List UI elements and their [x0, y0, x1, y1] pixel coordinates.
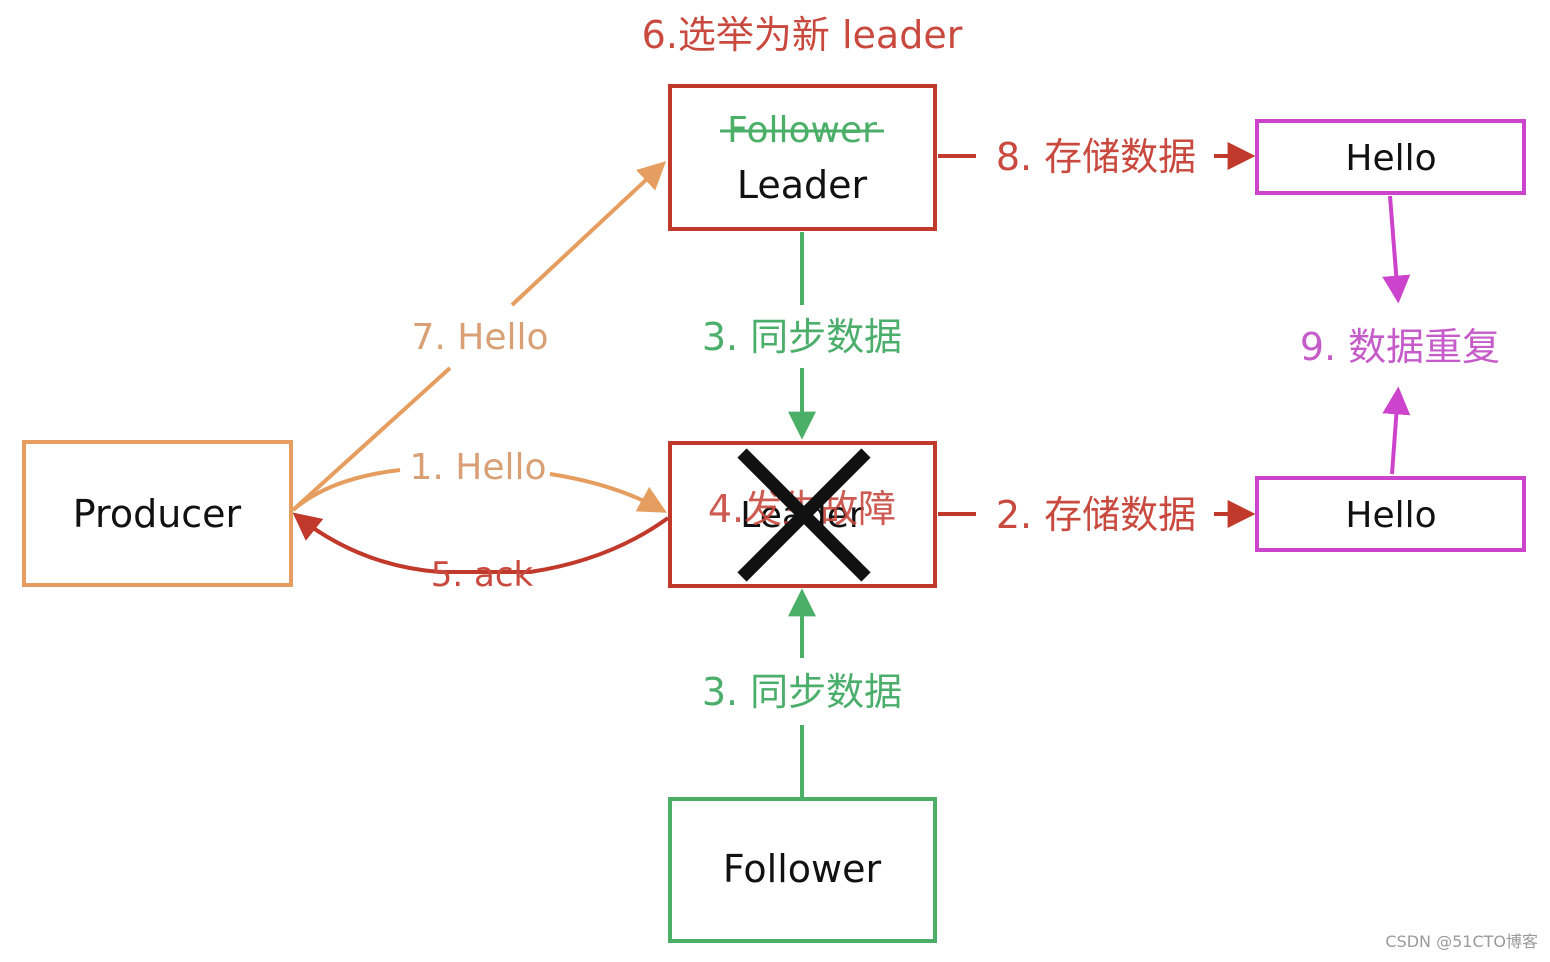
hello-top-label: Hello [1345, 138, 1436, 179]
store-data-2-label: 2. 存储数据 [996, 493, 1196, 537]
hello-top-node [1255, 119, 1526, 195]
store-data-8-label: 8. 存储数据 [996, 135, 1196, 179]
duplicate-arrow-down [1382, 195, 1411, 304]
producer-node [22, 440, 293, 587]
new-leader-node [668, 84, 937, 231]
duplicate-arrow-up [1382, 386, 1411, 475]
ack-arrow [292, 512, 670, 574]
producer-label: Producer [73, 492, 242, 536]
resend-hello-label: 7. Hello [411, 317, 548, 358]
title-label: 6.选举为新 leader [642, 13, 963, 57]
duplicate-label: 9. 数据重复 [1300, 325, 1500, 369]
sync-top-label: 3. 同步数据 [702, 315, 902, 359]
hello-bottom-node [1255, 476, 1526, 552]
new-leader-role-label: Leader [737, 163, 868, 207]
send-hello-arrow-left [291, 468, 401, 512]
resend-hello-arrow-lower [291, 366, 452, 512]
follower-node [668, 797, 937, 943]
hello-bottom-label: Hello [1345, 495, 1436, 536]
send-hello-label: 1. Hello [409, 447, 546, 488]
watermark: CSDN @51CTO博客 [1385, 932, 1538, 951]
ack-label: 5. ack [431, 555, 534, 595]
send-hello-arrow-right [549, 472, 667, 513]
resend-hello-arrow-upper [510, 161, 667, 307]
failure-cross-icon-b [737, 448, 871, 582]
follower-label: Follower [723, 847, 882, 891]
sync-bottom-label: 3. 同步数据 [702, 670, 902, 714]
